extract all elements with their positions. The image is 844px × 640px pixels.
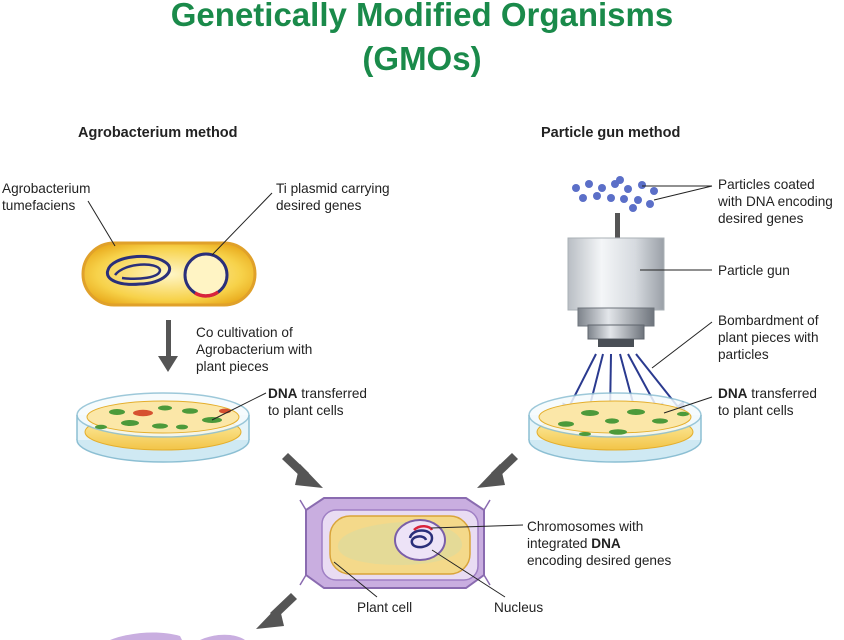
agrobacterium-illustration: [81, 241, 257, 307]
nucleus-label: Nucleus: [494, 600, 544, 615]
page-title: Genetically Modified Organisms: [170, 0, 674, 33]
left-dna-transferred-label: DNA transferred to plant cells: [268, 386, 367, 418]
right-dna-transferred-label: DNA transferred to plant cells: [718, 386, 817, 418]
particle-gun-illustration: [567, 237, 665, 347]
plant-cell-label: Plant cell: [357, 600, 413, 615]
left-petri-dish: [76, 392, 250, 463]
right-petri-dish: [528, 392, 702, 463]
particle-gun-method-heading: Particle gun method: [541, 125, 681, 141]
agrobacterium-method-heading: Agrobacterium method: [78, 125, 238, 141]
dna-particles: [572, 176, 658, 212]
chromosomes-label: Chromosomes with integrated DNA encoding…: [527, 519, 672, 568]
cocultivation-arrow: [158, 320, 178, 372]
particle-gun-label: Particle gun: [718, 263, 790, 278]
plant-cell-illustration: [299, 497, 491, 589]
page-subtitle: (GMOs): [362, 40, 482, 77]
partial-plant-illustration: [110, 632, 245, 640]
left-converge-arrow: [282, 453, 323, 488]
right-converge-arrow: [477, 453, 518, 488]
result-arrow: [256, 593, 297, 629]
